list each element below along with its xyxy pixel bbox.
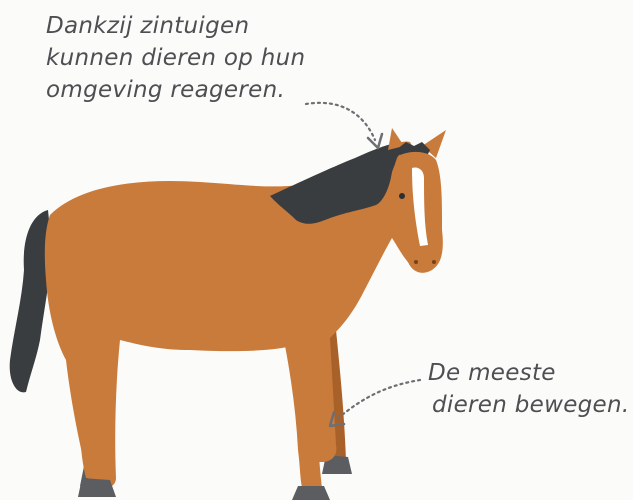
horse-eye — [399, 193, 405, 199]
dotted-arrow-icon — [306, 103, 382, 148]
horse-nostril-2 — [432, 260, 436, 264]
horse-near-hooves — [78, 478, 330, 500]
horse-nostril — [414, 260, 418, 264]
horse-near-hind-leg — [60, 300, 114, 480]
